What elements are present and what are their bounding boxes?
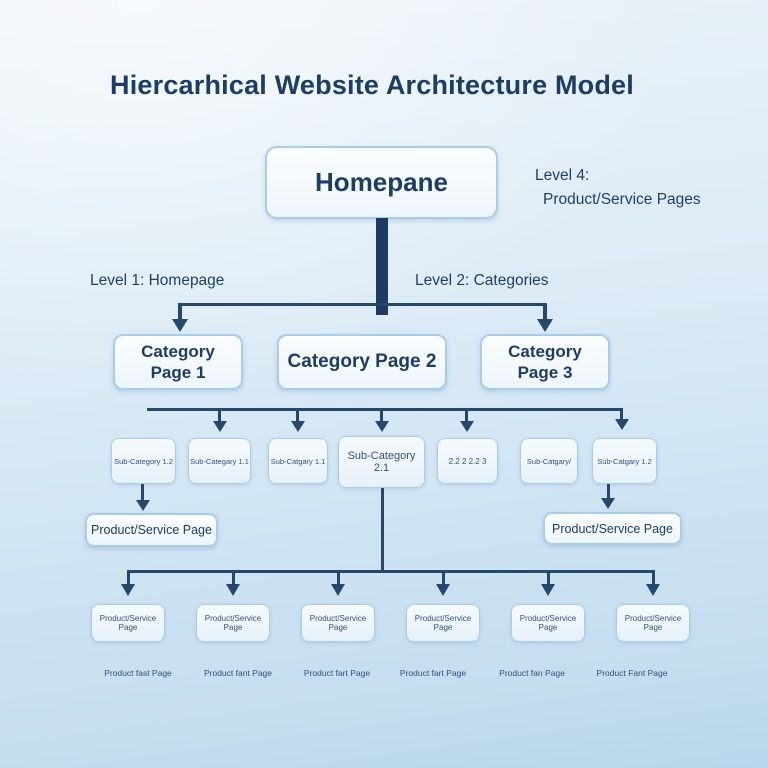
connector-corner-stem [620,408,623,421]
connector-stem [127,570,130,586]
subcategory-node-2: Sub-Categary 1.1 [188,438,251,484]
bottom-caption-1: Product fast Page [104,668,172,678]
connector-stem [547,570,550,586]
subcategory-node-1: Sub-Category 1.2 [111,438,176,484]
subcategory-trunk-line [381,488,384,572]
down-arrow-icon [541,584,555,596]
product-service-page-node-left: Product/Service Page [85,513,218,547]
down-arrow-icon [291,421,305,432]
connector-stem [232,570,235,586]
connector-stem [296,408,299,423]
subcategory-node-7: Sub-Catgary 1.2 [592,438,657,484]
subcategories-connector-line [147,408,623,411]
bottom-product-page-node-4: Product/Service Page [406,604,480,642]
down-arrow-icon [537,319,553,332]
level4-title: Level 4: [535,167,590,184]
level2-annotation: Level 2: Categories [415,272,549,289]
connector-stem [218,408,221,423]
connector-stem [607,484,610,500]
down-arrow-icon [331,584,345,596]
connector-stem [380,408,383,423]
down-arrow-icon [601,498,615,509]
category-page-1-node: Category Page 1 [113,334,243,390]
subcategory-node-4: Sub-Category 2.1 [338,436,425,488]
down-arrow-icon [121,584,135,596]
down-arrow-icon [136,500,150,511]
bottom-caption-2: Product fant Page [203,668,273,678]
bottom-caption-5: Product fan Page [499,668,565,678]
bottom-product-page-node-6: Product/Service Page [616,604,690,642]
bottom-product-page-node-3: Product/Service Page [301,604,375,642]
product-service-page-node-right: Product/Service Page [543,512,682,545]
connector-stem [543,303,547,321]
down-arrow-icon [375,421,389,432]
subcategory-node-6: Sub-Catgary/ [520,438,578,484]
diagram-title: Hiercarhical Website Architecture Model [110,70,634,100]
down-arrow-icon [436,584,450,596]
bottom-product-page-node-1: Product/Service Page [91,604,165,642]
homepage-trunk-line [376,218,388,315]
product-pages-connector-line [128,570,654,573]
connector-stem [442,570,445,586]
bottom-caption-3: Product fart Page [303,668,371,678]
bottom-caption-4: Product fart Page [399,668,467,678]
categories-connector-line [180,303,546,306]
connector-stem [178,303,182,321]
down-arrow-icon [213,421,227,432]
subcategory-node-5: 2.2 2 2.2 3 [437,438,498,484]
down-arrow-icon [646,584,660,596]
down-arrow-icon [226,584,240,596]
bottom-caption-6: Product Fant Page [596,668,668,678]
connector-stem [652,570,655,586]
level1-annotation: Level 1: Homepage [90,272,225,289]
down-arrow-icon [615,419,629,430]
level4-subtitle: Product/Service Pages [543,191,701,209]
homepage-node: Homepane [265,146,498,219]
connector-stem [465,408,468,423]
level4-annotation: Level 4: Product/Service Pages [535,164,701,212]
bottom-product-page-node-5: Product/Service Page [511,604,585,642]
connector-stem [141,484,144,502]
down-arrow-icon [172,319,188,332]
category-page-3-node: Category Page 3 [480,334,610,390]
connector-stem [337,570,340,586]
subcategory-node-3: Sub-Catgary 1.1 [268,438,328,484]
category-page-2-node: Category Page 2 [277,334,447,390]
down-arrow-icon [460,421,474,432]
bottom-product-page-node-2: Product/Service Page [196,604,270,642]
